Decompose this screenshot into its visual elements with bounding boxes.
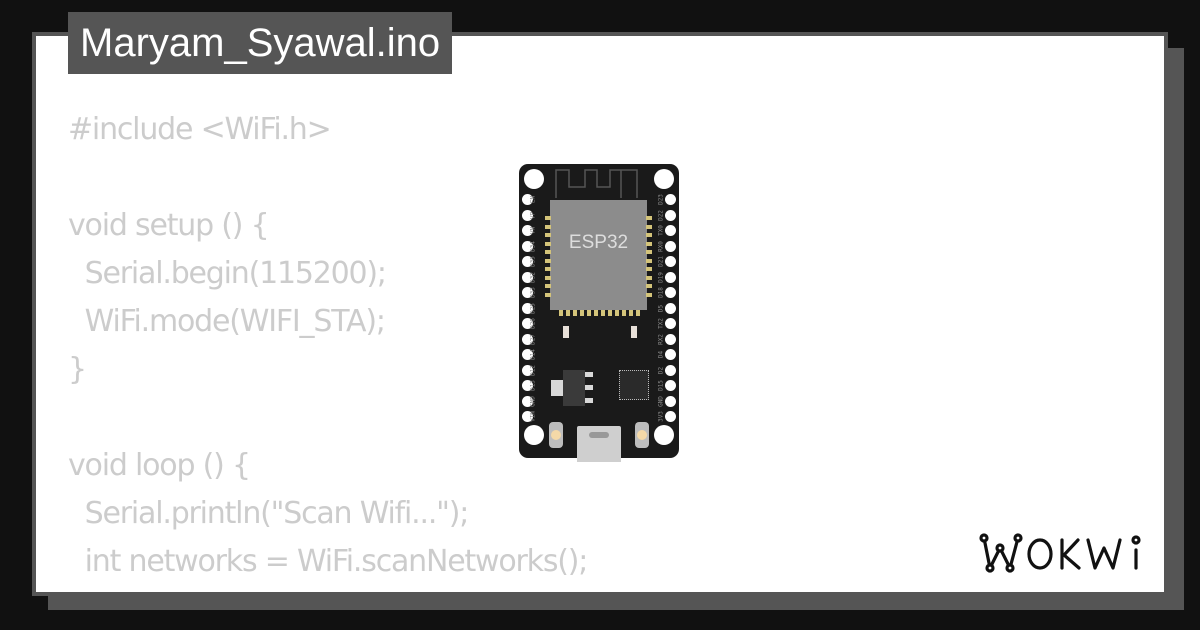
- module-pad: [646, 292, 652, 297]
- pin-tx2-right[interactable]: [665, 318, 676, 329]
- pin-d19-right[interactable]: [665, 271, 676, 283]
- module-label: ESP32: [568, 232, 629, 253]
- module-pad: [629, 310, 633, 316]
- code-block: #include <WiFi.h> void setup () { Serial…: [68, 112, 588, 579]
- pin-d15-right[interactable]: [665, 380, 676, 391]
- regulator-lead: [585, 385, 593, 390]
- module-pad: [646, 233, 652, 237]
- pin-tx0-right[interactable]: [665, 225, 676, 236]
- module-pad: [587, 310, 591, 316]
- pin-rx0-right[interactable]: [665, 240, 676, 252]
- regulator-lead: [585, 398, 593, 403]
- micro-usb-port: [577, 426, 621, 462]
- module-pad: [646, 258, 652, 263]
- pin-vp-left[interactable]: [522, 209, 533, 221]
- pin-rx2-right[interactable]: [665, 333, 676, 345]
- pin-d14-left[interactable]: [522, 349, 533, 360]
- module-pad: [646, 267, 652, 271]
- module-pad: [545, 284, 551, 288]
- pin-gnd-left[interactable]: [522, 395, 533, 407]
- reset-button[interactable]: [635, 422, 649, 448]
- module-pad: [566, 310, 570, 316]
- module-pad: [545, 258, 551, 263]
- module-pad: [646, 275, 652, 280]
- module-pad: [615, 310, 619, 316]
- module-pad: [636, 310, 640, 316]
- module-pad: [559, 310, 563, 316]
- pin-d23-right[interactable]: [665, 194, 676, 205]
- module-pad: [545, 224, 551, 229]
- module-pad: [646, 216, 652, 220]
- pin-d33-left[interactable]: [522, 287, 533, 298]
- pin-d32-left[interactable]: [522, 271, 533, 283]
- pin-d5-right[interactable]: [665, 302, 676, 314]
- pin-d12-left[interactable]: [522, 364, 533, 376]
- pin-d22-right[interactable]: [665, 209, 676, 221]
- boot-button[interactable]: [549, 422, 563, 448]
- regulator-tab: [551, 380, 563, 396]
- regulator-lead: [585, 372, 593, 377]
- module-pad: [646, 224, 652, 229]
- pin-d21-right[interactable]: [665, 256, 676, 267]
- sketch-title: Maryam_Syawal.ino: [68, 12, 453, 74]
- pin-d34-left[interactable]: [522, 240, 533, 252]
- mount-hole-icon: [654, 169, 674, 189]
- module-pad: [594, 310, 598, 316]
- module-pad: [545, 275, 551, 280]
- module-pad: [573, 310, 577, 316]
- module-pad: [545, 241, 551, 246]
- antenna-trace-icon: [555, 169, 638, 198]
- wokwi-logo: [979, 533, 1141, 573]
- led-icon: [563, 326, 569, 338]
- pin-d2-right[interactable]: [665, 364, 676, 376]
- pin-label: 3V3: [657, 411, 665, 422]
- mount-hole-icon: [524, 169, 544, 189]
- pin-d27-left[interactable]: [522, 333, 533, 345]
- pin-gnd-right[interactable]: [665, 395, 676, 407]
- module-pad: [580, 310, 584, 316]
- pin-vn-left[interactable]: [522, 225, 533, 236]
- module-pad: [646, 241, 652, 246]
- pin-en-left[interactable]: [522, 194, 533, 205]
- module-pad: [608, 310, 612, 316]
- pin-d26-left[interactable]: [522, 318, 533, 329]
- module-pad: [545, 292, 551, 297]
- module-pad: [545, 250, 551, 254]
- pin-d13-left[interactable]: [522, 380, 533, 391]
- led-icon: [631, 326, 637, 338]
- module-pad: [622, 310, 626, 316]
- module-pad: [545, 267, 551, 271]
- module-pad: [601, 310, 605, 316]
- pin-d18-right[interactable]: [665, 287, 676, 298]
- usb-uart-chip: [619, 370, 649, 400]
- voltage-regulator: [563, 370, 585, 406]
- pin-label: VIN: [529, 411, 537, 422]
- module-pad: [646, 250, 652, 254]
- pin-vin-left[interactable]: [522, 411, 533, 422]
- esp32-module: ESP32: [550, 200, 647, 310]
- mount-hole-icon: [654, 425, 674, 445]
- mount-hole-icon: [524, 425, 544, 445]
- module-pad: [545, 233, 551, 237]
- pin-d25-left[interactable]: [522, 302, 533, 314]
- module-pad: [646, 284, 652, 288]
- pin-3v3-right[interactable]: [665, 411, 676, 422]
- pin-d35-left[interactable]: [522, 256, 533, 267]
- pin-d4-right[interactable]: [665, 349, 676, 360]
- module-pad: [545, 216, 551, 220]
